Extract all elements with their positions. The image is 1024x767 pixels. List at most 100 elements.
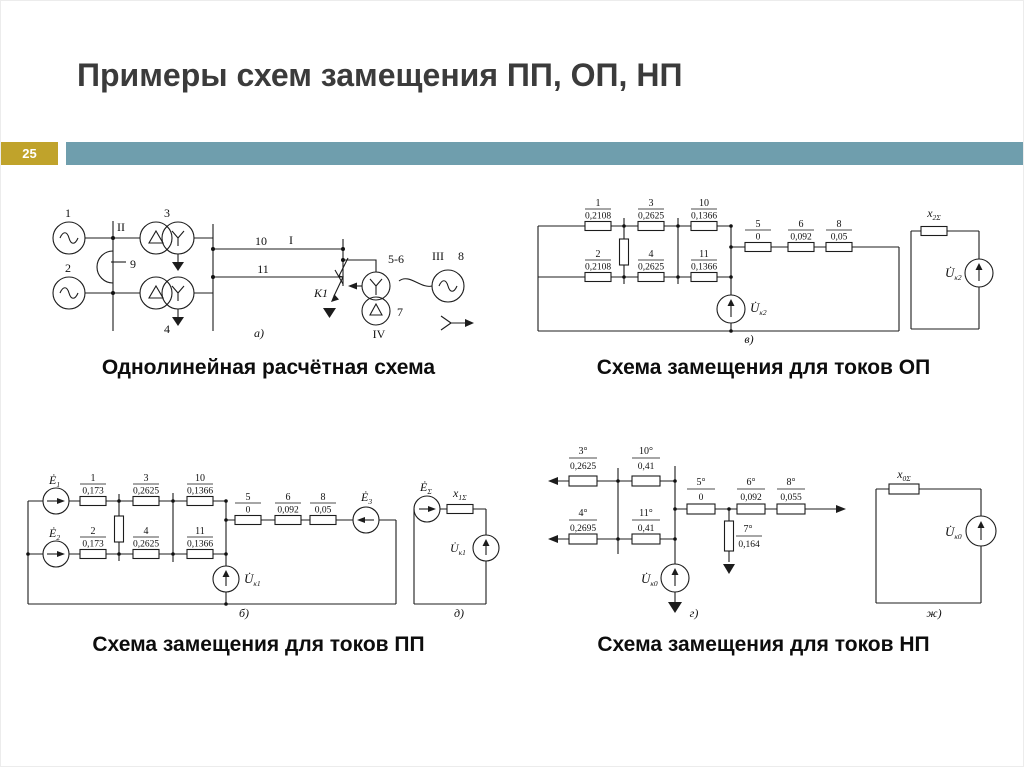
negative-seq-diagram: 1 0,2108 3 0,2625 10 0,1366 2 0,2108 4 0… bbox=[537, 198, 994, 346]
label-bus-iii: III bbox=[432, 249, 444, 263]
r6-val: 0,092 bbox=[790, 233, 812, 243]
reactor-9 bbox=[96, 250, 126, 284]
label-source-uk2: U̇к2 bbox=[750, 300, 767, 317]
tag-a: а) bbox=[254, 326, 264, 340]
open-end-arrows bbox=[548, 477, 846, 543]
r11-val: 0,1366 bbox=[187, 540, 213, 550]
r8-val: 0,05 bbox=[831, 233, 848, 243]
r8-num: 8 bbox=[837, 219, 842, 230]
equiv-loop bbox=[910, 230, 980, 330]
r4-val: 0,2625 bbox=[133, 540, 159, 550]
label-bus-iv: IV bbox=[373, 327, 386, 341]
r1-num: 1 bbox=[91, 473, 96, 484]
source-uk1 bbox=[212, 565, 240, 593]
equiv-source-uk1 bbox=[472, 534, 500, 562]
r3-num: 3° bbox=[579, 446, 588, 457]
equiv-emf bbox=[413, 495, 441, 523]
label-gen8: 8 bbox=[458, 249, 464, 263]
label-tr56: 5-6 bbox=[388, 252, 404, 266]
label-source-uk0: U̇к0 bbox=[641, 571, 658, 588]
r2-num: 2 bbox=[91, 526, 96, 537]
resistors bbox=[79, 495, 337, 560]
star-arrow-icon bbox=[440, 315, 474, 331]
label-line11: 11 bbox=[257, 262, 269, 276]
r3-val: 0,2625 bbox=[638, 212, 664, 222]
equiv-source-uk2 bbox=[964, 258, 994, 288]
emf-source-e3 bbox=[352, 506, 380, 534]
tag-zh: ж) bbox=[926, 606, 941, 620]
equiv-reactance bbox=[920, 225, 948, 237]
label-equiv-uk1: U̇к1 bbox=[450, 541, 466, 557]
slide-page-number: 25 bbox=[1, 142, 58, 165]
label-equiv-uk2: U̇к2 bbox=[945, 265, 962, 282]
label-reactor9: 9 bbox=[130, 257, 136, 271]
junction-dots bbox=[616, 479, 731, 541]
emf-source-e2 bbox=[42, 540, 70, 568]
label-gen1: 1 bbox=[65, 206, 71, 220]
zero-seq-diagram: 3° 0,2625 10° 0,41 4° 0,2695 11° 0,41 5°… bbox=[548, 446, 997, 620]
r3-val: 0,2625 bbox=[570, 462, 596, 472]
r11-val: 0,1366 bbox=[691, 263, 717, 273]
r10-num: 10 bbox=[699, 198, 709, 209]
caption-negative: Схема замещения для токов ОП bbox=[596, 356, 931, 379]
resistors bbox=[584, 220, 853, 283]
r10-val: 0,1366 bbox=[187, 487, 213, 497]
label-x1s: x1Σ bbox=[452, 486, 467, 502]
tag-d: д) bbox=[454, 606, 464, 620]
label-tr4: 4 bbox=[164, 322, 170, 336]
label-gen2: 2 bbox=[65, 261, 71, 275]
label-source-uk1: U̇к1 bbox=[244, 571, 261, 588]
label-line10: 10 bbox=[255, 234, 267, 248]
label-bus-ii: II bbox=[117, 220, 125, 234]
transformer-3 bbox=[139, 221, 195, 271]
r7-num: 7° bbox=[744, 524, 753, 535]
source-uk0 bbox=[660, 563, 690, 613]
equiv-source-uk0 bbox=[965, 515, 997, 547]
r8-num: 8 bbox=[321, 492, 326, 503]
resistors bbox=[568, 475, 806, 552]
tag-b: б) bbox=[239, 606, 249, 620]
label-e3: Ė3 bbox=[360, 490, 372, 506]
r10-num: 10 bbox=[195, 473, 205, 484]
r3-num: 3 bbox=[649, 198, 654, 209]
caption-zero: Схема замещения для токов НП bbox=[597, 633, 930, 656]
junction-dots bbox=[26, 499, 228, 606]
r8-val: 0,05 bbox=[315, 506, 332, 516]
r4-val: 0,2625 bbox=[638, 263, 664, 273]
r10-num: 10° bbox=[639, 446, 653, 457]
r3-val: 0,2625 bbox=[133, 487, 159, 497]
label-x0s: x0Σ bbox=[896, 467, 911, 483]
r2-num: 2 bbox=[596, 249, 601, 260]
r4-num: 4 bbox=[144, 526, 149, 537]
fault-k1 bbox=[323, 257, 349, 318]
r6-num: 6° bbox=[747, 477, 756, 488]
label-e2: Ė2 bbox=[48, 526, 60, 542]
transformer-4 bbox=[139, 276, 195, 326]
r1-val: 0,173 bbox=[82, 487, 104, 497]
r1-val: 0,2108 bbox=[585, 212, 611, 222]
r5-val: 0 bbox=[246, 506, 251, 516]
page-title: Примеры схем замещения ПП, ОП, НП bbox=[77, 57, 683, 93]
caption-positive: Схема замещения для токов ПП bbox=[92, 633, 425, 656]
oneline-diagram: 1 2 II 3 4 9 10 I 11 K1 5-6 III 8 7 IV а… bbox=[52, 206, 474, 341]
r8-val: 0,055 bbox=[780, 493, 802, 503]
label-section-i: I bbox=[289, 233, 293, 247]
r11-val: 0,41 bbox=[638, 524, 655, 534]
equiv-reactance bbox=[446, 503, 474, 515]
r2-val: 0,2108 bbox=[585, 263, 611, 273]
generator-8 bbox=[431, 269, 465, 303]
r4-num: 4° bbox=[579, 508, 588, 519]
source-uk2 bbox=[716, 294, 746, 324]
r5-num: 5 bbox=[246, 492, 251, 503]
junction-dots bbox=[111, 236, 345, 295]
tag-g: г) bbox=[690, 606, 699, 620]
caption-oneline: Однолинейная расчётная схема bbox=[101, 356, 436, 379]
r5-val: 0 bbox=[756, 233, 761, 243]
ground-shunt bbox=[723, 564, 735, 574]
label-e1: Ė1 bbox=[48, 473, 60, 489]
wires bbox=[537, 218, 900, 332]
r4-num: 4 bbox=[649, 249, 654, 260]
r11-num: 11 bbox=[195, 526, 205, 537]
tag-v: в) bbox=[744, 332, 753, 346]
